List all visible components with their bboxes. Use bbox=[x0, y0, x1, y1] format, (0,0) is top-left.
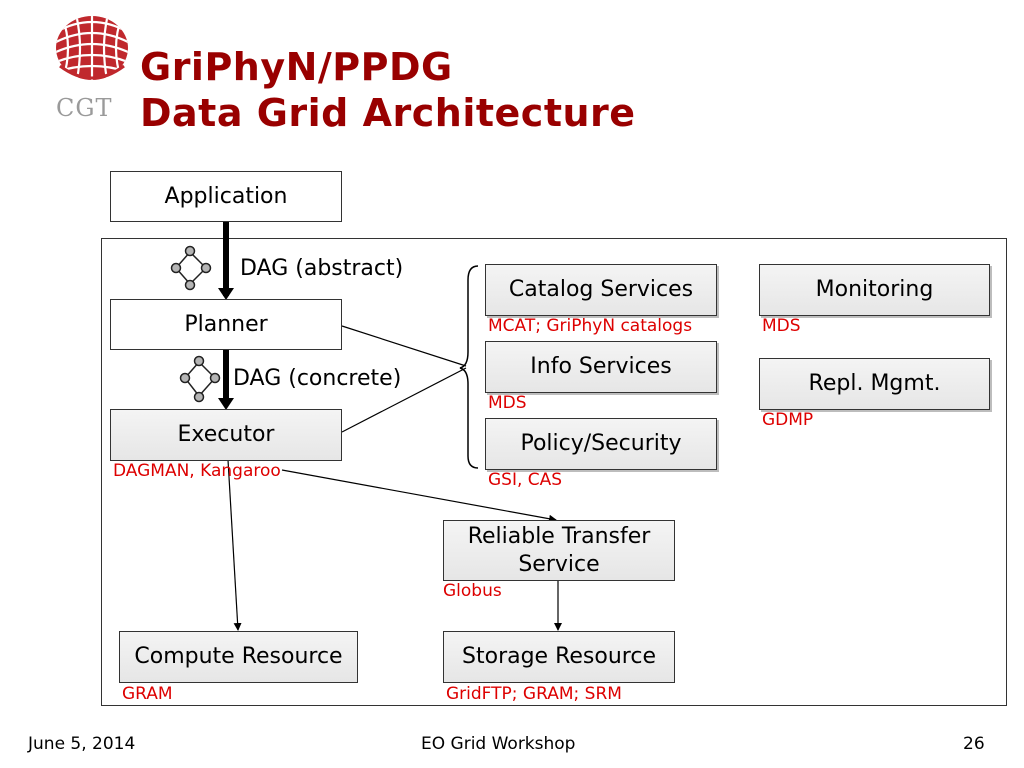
policy-sublabel: GSI, CAS bbox=[488, 470, 563, 490]
executor-sublabel: DAGMAN, Kangaroo bbox=[113, 461, 281, 481]
cgt-logo: CGT bbox=[52, 8, 132, 122]
reliable-transfer-line-2: Service bbox=[518, 551, 600, 577]
repl-sublabel: GDMP bbox=[762, 410, 814, 430]
compute-resource-box: Compute Resource bbox=[119, 631, 358, 683]
architecture-frame bbox=[101, 238, 1007, 706]
title-line-1: GriPhyN/PPDG bbox=[140, 45, 453, 89]
dag-concrete-label: DAG (concrete) bbox=[233, 366, 402, 391]
catalog-services-box: Catalog Services bbox=[485, 264, 717, 316]
monitoring-box: Monitoring bbox=[759, 264, 990, 316]
monitoring-sublabel: MDS bbox=[762, 316, 801, 336]
title-line-2: Data Grid Architecture bbox=[140, 91, 636, 135]
policy-security-box: Policy/Security bbox=[485, 418, 717, 470]
slide-title: GriPhyN/PPDG Data Grid Architecture bbox=[140, 44, 636, 136]
storage-resource-box: Storage Resource bbox=[443, 631, 675, 683]
catalog-sublabel: MCAT; GriPhyN catalogs bbox=[488, 316, 693, 336]
globe-logo-icon bbox=[56, 16, 128, 80]
logo-text: CGT bbox=[56, 94, 113, 122]
compute-sublabel: GRAM bbox=[122, 684, 173, 704]
repl-mgmt-box: Repl. Mgmt. bbox=[759, 358, 990, 410]
services-brace bbox=[459, 265, 479, 469]
line-executor-brace bbox=[341, 367, 467, 433]
application-box: Application bbox=[110, 171, 342, 222]
reliable-transfer-box: Reliable Transfer Service bbox=[443, 520, 675, 581]
planner-box: Planner bbox=[110, 299, 342, 350]
line-planner-brace bbox=[341, 325, 467, 367]
executor-box: Executor bbox=[110, 409, 342, 461]
footer-event: EO Grid Workshop bbox=[421, 734, 576, 754]
footer-date: June 5, 2014 bbox=[28, 734, 136, 754]
dag-concrete-icon bbox=[179, 355, 221, 403]
dag-abstract-icon bbox=[170, 245, 212, 291]
dag-abstract-label: DAG (abstract) bbox=[240, 256, 404, 281]
storage-sublabel: GridFTP; GRAM; SRM bbox=[446, 684, 622, 704]
reliable-sublabel: Globus bbox=[443, 581, 502, 601]
reliable-transfer-line-1: Reliable Transfer bbox=[467, 523, 651, 549]
arrow-executor-transfer bbox=[281, 469, 557, 523]
info-services-box: Info Services bbox=[485, 341, 717, 393]
info-sublabel: MDS bbox=[488, 393, 527, 413]
arrow-executor-compute bbox=[227, 459, 242, 631]
page-number: 26 bbox=[963, 734, 985, 754]
